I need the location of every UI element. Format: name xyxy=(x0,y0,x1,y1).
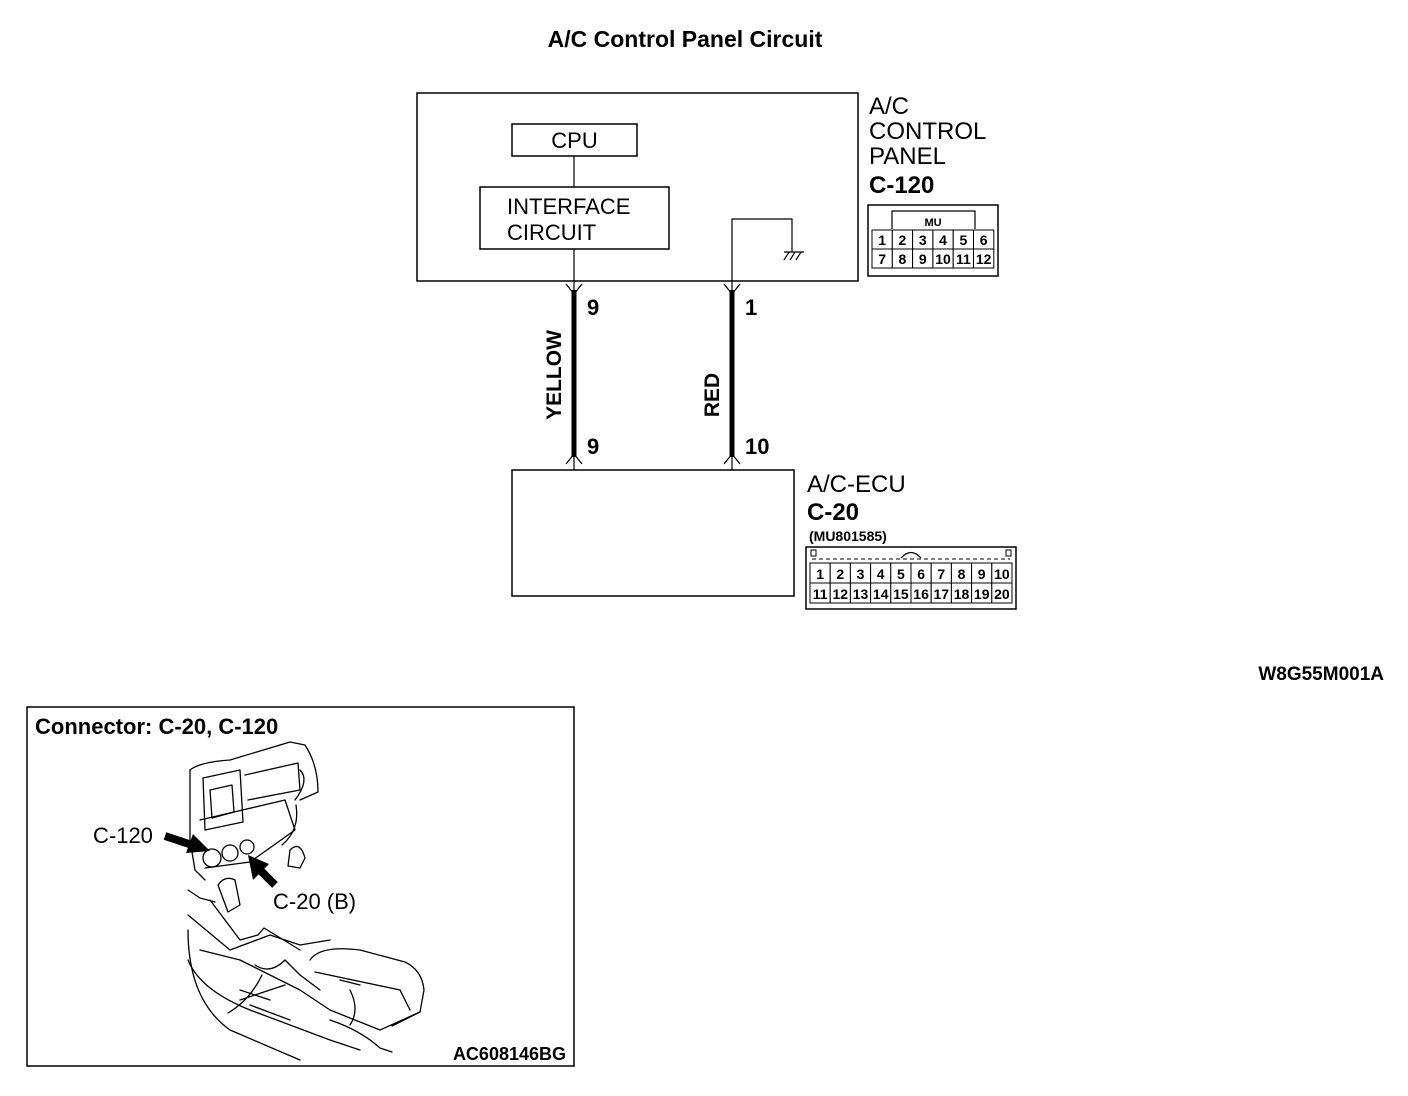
panel-label-line2: CONTROL xyxy=(869,118,986,145)
wire-red xyxy=(723,283,741,470)
callout-c20-label: C-20 (B) xyxy=(273,889,356,914)
c20-pin-label: 3 xyxy=(857,566,865,582)
pin1-to-ground xyxy=(731,218,793,290)
c20-pin-label: 5 xyxy=(897,566,905,582)
cpu-box xyxy=(511,123,638,157)
c20-pin-label: 16 xyxy=(913,586,929,602)
c20-pin-label: 11 xyxy=(813,586,828,602)
callout-c20-arrow xyxy=(248,855,278,888)
interface-label-line2: CIRCUIT xyxy=(507,220,596,245)
red-wire-label: RED xyxy=(701,373,724,417)
ground-icon xyxy=(783,251,804,261)
connector-locator-box xyxy=(26,706,575,1067)
c20-pin-label: 6 xyxy=(917,566,925,582)
c120-pin-cell xyxy=(973,248,995,269)
c20-pin-label: 15 xyxy=(893,586,909,602)
red-ecu-pin: 10 xyxy=(745,434,769,459)
panel-label-line3: PANEL xyxy=(869,143,946,170)
console-illustration xyxy=(187,741,425,1061)
diagram-title: A/C Control Panel Circuit xyxy=(548,26,823,52)
panel-label-line1: A/C xyxy=(869,93,909,120)
yellow-ecu-pin: 9 xyxy=(587,434,599,459)
c20-pin-cell xyxy=(991,582,1013,604)
c120-pin-label: 5 xyxy=(959,232,967,248)
c120-pin-label: 6 xyxy=(980,232,988,248)
locator-title: Connector: C-20, C-120 xyxy=(35,714,278,739)
c20-pin-label: 2 xyxy=(836,566,844,582)
yellow-panel-pin: 9 xyxy=(587,295,599,320)
c120-pin-label: 9 xyxy=(919,251,927,267)
ac-ecu-box xyxy=(511,469,795,597)
c20-pin-label: 17 xyxy=(934,586,950,602)
c20-pin-label: 14 xyxy=(873,586,889,602)
c20-pin-label: 20 xyxy=(994,586,1010,602)
cpu-label: CPU xyxy=(551,128,597,153)
wire-yellow xyxy=(565,283,583,470)
c20-pin-label: 12 xyxy=(833,586,849,602)
c20-pin-label: 19 xyxy=(974,586,990,602)
c20-pin-label: 13 xyxy=(853,586,869,602)
c120-pin-label: 7 xyxy=(878,251,886,267)
c20-pin-label: 8 xyxy=(958,566,966,582)
panel-connector-id: C-120 xyxy=(869,172,934,199)
c120-pin-label: 2 xyxy=(899,232,907,248)
c20-pin-label: 1 xyxy=(816,566,824,582)
c120-pin-label: 3 xyxy=(919,232,927,248)
c20-pin-label: 9 xyxy=(978,566,986,582)
c120-pin-label: 1 xyxy=(878,232,886,248)
c20-pin-label: 4 xyxy=(877,566,885,582)
red-panel-pin: 1 xyxy=(745,295,757,320)
ecu-connector-id: C-20 xyxy=(807,499,859,526)
interface-label-line1: INTERFACE xyxy=(507,194,630,219)
c20-pin-label: 7 xyxy=(937,566,945,582)
c20-pin-label: 10 xyxy=(994,566,1010,582)
ecu-label: A/C-ECU xyxy=(807,471,906,498)
c120-pin-label: 10 xyxy=(935,251,951,267)
c20-pin-label: 18 xyxy=(954,586,970,602)
locator-image-code: AC608146BG xyxy=(453,1044,566,1064)
diagram-code: W8G55M001A xyxy=(1258,664,1384,685)
c120-pin-label: 12 xyxy=(976,251,992,267)
callout-c120-label: C-120 xyxy=(93,823,153,848)
c120-pin-label: 11 xyxy=(956,251,971,267)
ecu-part-number: (MU801585) xyxy=(809,528,887,544)
callout-c120-arrow xyxy=(163,832,210,853)
c120-connector-tag: MU xyxy=(924,217,941,229)
yellow-wire-label: YELLOW xyxy=(543,330,566,420)
c120-pin-label: 8 xyxy=(899,251,907,267)
c120-pin-label: 4 xyxy=(939,232,947,248)
